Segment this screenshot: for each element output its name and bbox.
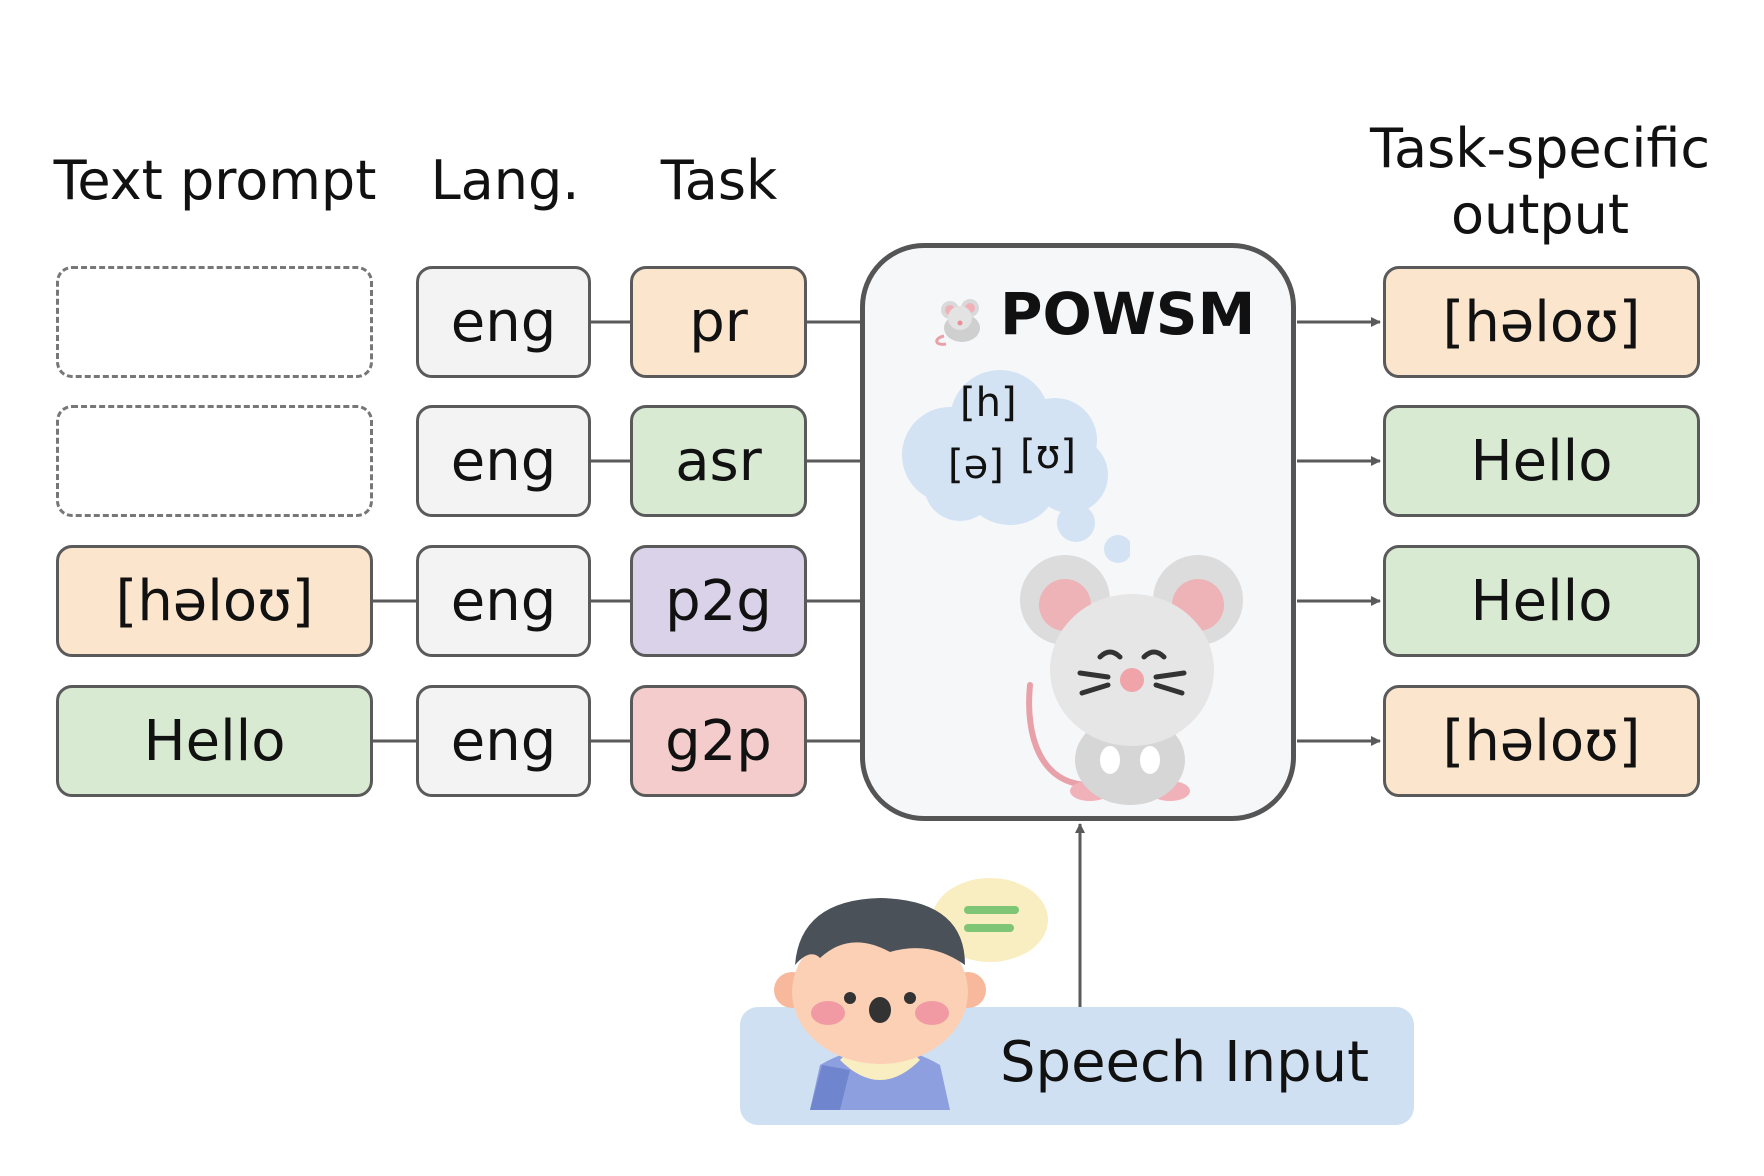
lang-box: eng [416, 405, 591, 517]
output-box-text: Hello [1383, 405, 1700, 517]
output-box-phones: [həloʊ] [1383, 266, 1700, 378]
output-box-phones: [həloʊ] [1383, 685, 1700, 797]
thought-cloud-icon [902, 370, 1130, 563]
output-box-text: Hello [1383, 545, 1700, 657]
text-prompt-empty [56, 266, 373, 378]
speaker-avatar-icon [774, 878, 1048, 1110]
row-connectors [373, 320, 862, 743]
thought-phone: [h] [960, 380, 1017, 426]
task-box-asr: asr [630, 405, 807, 517]
task-box-g2p: g2p [630, 685, 807, 797]
model-title: POWSM [1000, 280, 1256, 348]
header-text-prompt: Text prompt [53, 149, 377, 212]
header-lang: Lang. [430, 149, 580, 212]
header-task: Task [660, 149, 778, 212]
text-prompt-text: Hello [56, 685, 373, 797]
header-output-line1: Task-specific [1369, 117, 1711, 180]
lang-box: eng [416, 545, 591, 657]
lang-box: eng [416, 266, 591, 378]
task-box-pr: pr [630, 266, 807, 378]
speech-input-label: Speech Input [1000, 1030, 1370, 1095]
mouse-mascot-icon [1020, 555, 1243, 805]
lang-box: eng [416, 685, 591, 797]
task-box-p2g: p2g [630, 545, 807, 657]
text-prompt-empty [56, 405, 373, 517]
text-prompt-phones: [həloʊ] [56, 545, 373, 657]
thought-phone: [ʊ] [1020, 432, 1076, 478]
output-arrows [1297, 317, 1381, 746]
thought-phone: [ə] [948, 442, 1004, 488]
header-output-line2: output [1450, 183, 1630, 246]
mouse-icon [935, 299, 980, 346]
